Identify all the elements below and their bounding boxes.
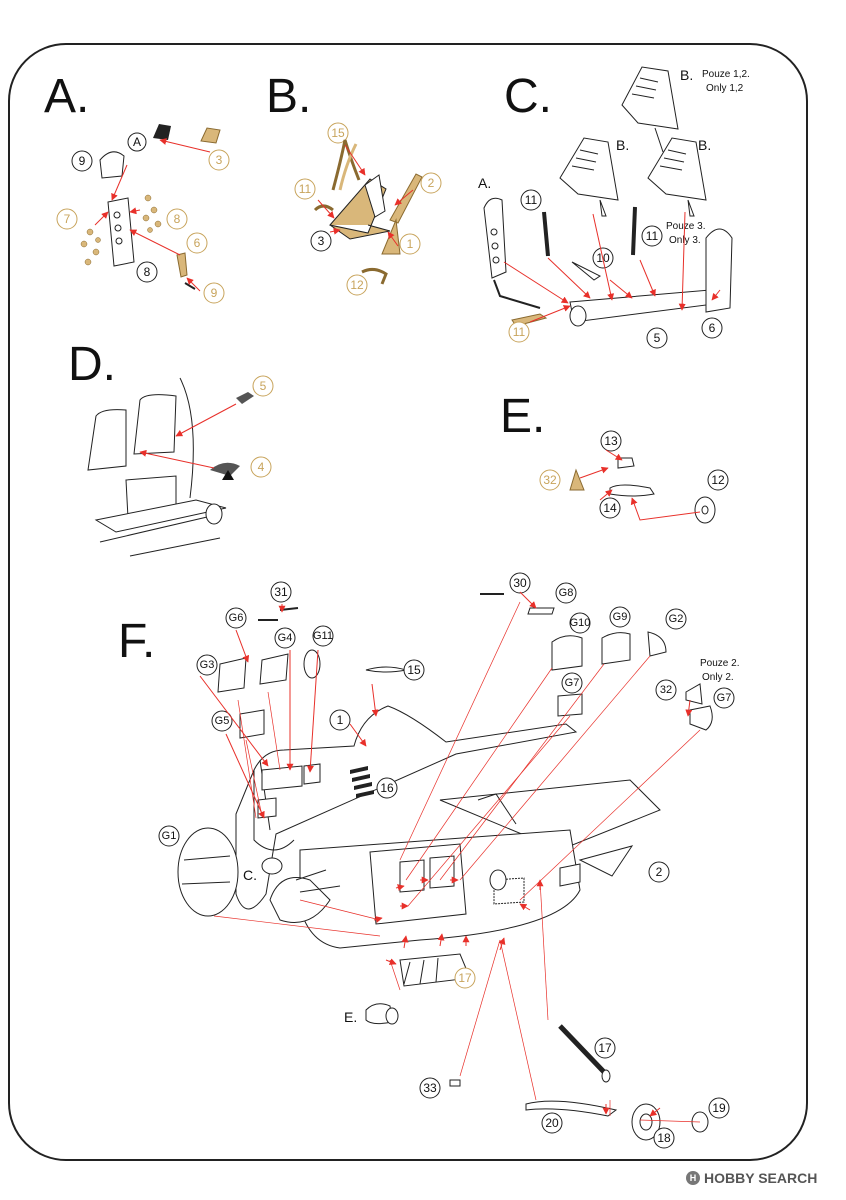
callout-f-G9: G9 (613, 611, 628, 623)
f-label-E: E. (344, 1009, 357, 1025)
watermark-text: HOBBY SEARCH (704, 1170, 818, 1186)
callout-d-4: 4 (258, 460, 265, 474)
callout-f-30: 30 (513, 576, 527, 590)
callout-f-1: 1 (337, 713, 344, 727)
callout-f-G1: G1 (162, 830, 177, 842)
callout-a-3: 3 (216, 153, 223, 167)
hobby-search-watermark: H HOBBY SEARCH (686, 1170, 817, 1186)
c-label-only3: Only 3. (669, 235, 701, 246)
callout-f-17-tan: 17 (458, 971, 472, 985)
section-a-letter: A. (44, 70, 89, 123)
f-label-pouze2: Pouze 2. (700, 658, 739, 669)
callout-f-15: 15 (407, 663, 421, 677)
callout-c-6: 6 (709, 321, 716, 335)
callout-a-9-tan: 9 (211, 286, 218, 300)
callout-b-15: 15 (331, 126, 345, 140)
section-f-parts: 31 30 G6 G4 G11 G8 G10 G9 G2 G3 G5 G7 G7… (158, 572, 739, 1149)
c-label-B2: B. (616, 137, 629, 153)
section-d-letter: D. (68, 338, 116, 391)
section-e-parts: 13 32 14 12 (539, 430, 729, 524)
callout-f-G10: G10 (570, 617, 591, 629)
hobby-search-logo-icon: H (686, 1171, 700, 1185)
callout-f-19: 19 (712, 1101, 726, 1115)
f-label-only2: Only 2. (702, 672, 734, 683)
callout-f-20: 20 (545, 1116, 559, 1130)
callout-f-G8: G8 (559, 587, 574, 599)
instruction-sheet-border (8, 43, 808, 1161)
section-c-letter: C. (504, 70, 552, 123)
section-a-parts: A 9 3 8 7 8 6 9 (56, 124, 230, 304)
callout-f-32: 32 (660, 684, 672, 696)
callout-e-32: 32 (543, 473, 557, 487)
f-label-C: C. (243, 867, 257, 883)
callout-f-G7b: G7 (717, 692, 732, 704)
callout-a-A: A (133, 135, 141, 149)
section-c-parts: B. Pouze 1,2. Only 1,2 B. B. A. 11 11 Po… (478, 66, 750, 349)
c-label-pouze3: Pouze 3. (666, 221, 705, 232)
callout-a-6: 6 (194, 236, 201, 250)
callout-e-14: 14 (603, 501, 617, 515)
callout-f-33: 33 (423, 1081, 437, 1095)
callout-e-12: 12 (711, 473, 725, 487)
callout-f-18: 18 (657, 1131, 671, 1145)
c-label-only12: Only 1,2 (706, 83, 744, 94)
callout-c-5: 5 (654, 331, 661, 345)
section-f-letter: F. (118, 615, 155, 668)
callout-f-G4: G4 (278, 632, 293, 644)
callout-c-11-tan: 11 (513, 325, 526, 339)
callout-c-11a: 11 (525, 193, 538, 207)
c-label-B3: B. (698, 137, 711, 153)
callout-c-11b: 11 (646, 229, 659, 243)
callout-d-5: 5 (260, 379, 267, 393)
callout-f-G3: G3 (200, 659, 215, 671)
callout-f-16: 16 (380, 781, 394, 795)
c-label-B1: B. (680, 67, 693, 83)
callout-e-13: 13 (604, 434, 618, 448)
callout-f-2: 2 (656, 865, 663, 879)
callout-b-12: 12 (350, 278, 364, 292)
section-d-parts: 5 4 (87, 375, 274, 557)
callout-b-1: 1 (407, 237, 414, 251)
section-b-letter: B. (266, 70, 311, 123)
section-b-parts: 15 11 3 2 1 12 (294, 122, 442, 296)
c-label-pouze12: Pouze 1,2. (702, 69, 750, 80)
callout-f-G7: G7 (565, 677, 580, 689)
callout-f-31: 31 (274, 585, 288, 599)
callout-b-2: 2 (428, 176, 435, 190)
callout-b-3: 3 (318, 234, 325, 248)
callout-f-17: 17 (598, 1041, 612, 1055)
callout-b-11: 11 (299, 182, 312, 196)
callout-a-8-tan: 8 (174, 212, 181, 226)
callout-a-8: 8 (144, 265, 151, 279)
c-label-A: A. (478, 175, 491, 191)
callout-a-7: 7 (64, 212, 71, 226)
callout-a-9: 9 (79, 154, 86, 168)
callout-f-G11: G11 (313, 630, 333, 642)
section-e-letter: E. (500, 390, 545, 443)
callout-f-G6: G6 (229, 612, 244, 624)
callout-f-G2: G2 (669, 613, 684, 625)
callout-f-G5: G5 (215, 715, 230, 727)
